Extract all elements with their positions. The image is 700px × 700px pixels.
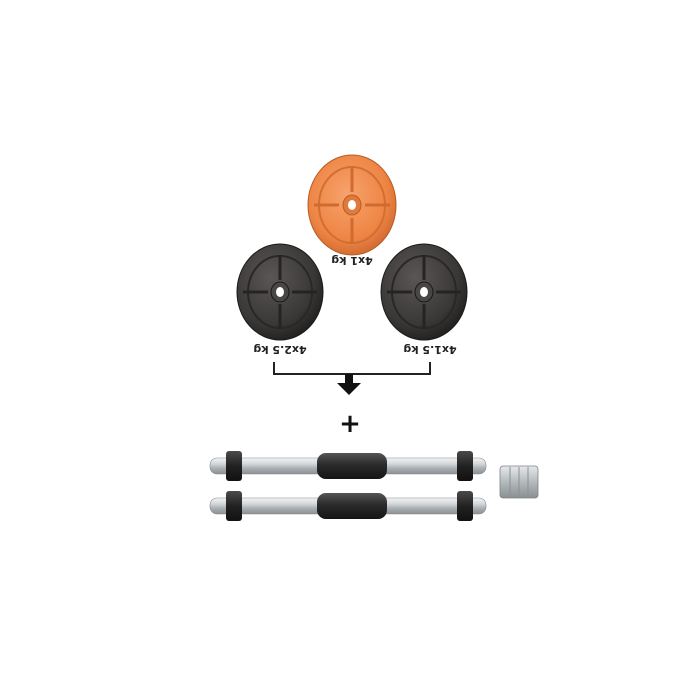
bracket-line (273, 362, 431, 375)
dumbbell-bar-top (209, 451, 487, 481)
plate-label-right: 4x1.5 kg (403, 343, 456, 356)
plate-label-left: 4x2.5 kg (253, 343, 306, 356)
orange-weight-plate (307, 154, 397, 256)
plus-sign: + (339, 409, 361, 439)
plate-label-orange: 4x1 kg (331, 254, 372, 267)
down-arrow-icon (337, 374, 361, 395)
dark-weight-plate-left (236, 243, 324, 341)
bar-connector (499, 465, 539, 499)
dark-weight-plate-right (380, 243, 468, 341)
dumbbell-bar-bottom (209, 491, 487, 521)
